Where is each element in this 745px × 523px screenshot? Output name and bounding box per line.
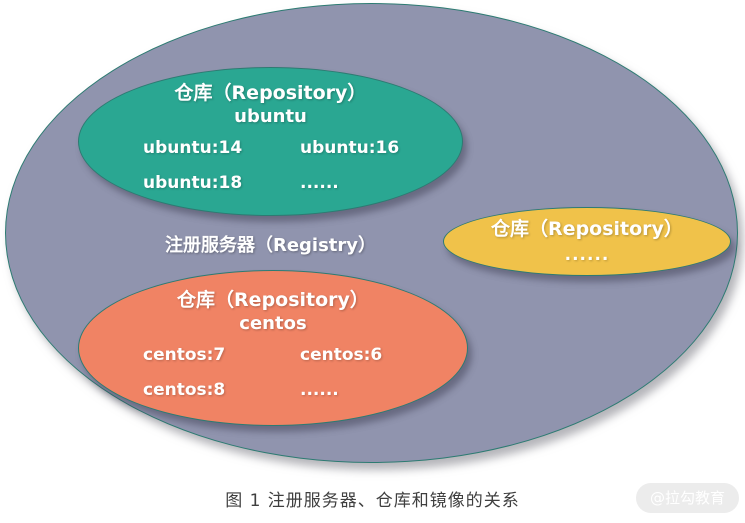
repository-other-ellipsis: ...... bbox=[564, 245, 610, 265]
image-tag: ubuntu:16 bbox=[300, 138, 400, 158]
repository-centos-name: centos bbox=[239, 313, 307, 334]
registry-label: 注册服务器（Registry） bbox=[164, 235, 377, 256]
repository-other-ellipse: 仓库（Repository） ...... bbox=[443, 207, 731, 276]
repository-ubuntu-ellipse: 仓库（Repository） ubuntu ubuntu:14 ubuntu:1… bbox=[78, 67, 463, 216]
image-tag: centos:7 bbox=[143, 345, 226, 365]
repository-ubuntu-tags: ubuntu:14 ubuntu:16 ubuntu:18 ...... bbox=[79, 138, 462, 193]
watermark-badge: @拉勾教育 bbox=[635, 483, 739, 513]
image-tag: ubuntu:18 bbox=[143, 173, 243, 193]
repository-other-title: 仓库（Repository） bbox=[491, 218, 683, 240]
repository-ubuntu-name: ubuntu bbox=[234, 106, 307, 127]
image-tag: centos:8 bbox=[143, 380, 226, 400]
repository-centos-title: 仓库（Repository） bbox=[177, 289, 369, 311]
repository-centos-tags: centos:7 centos:6 centos:8 ...... bbox=[79, 345, 467, 400]
image-tag: ubuntu:14 bbox=[143, 138, 243, 158]
figure-caption: 图 1 注册服务器、仓库和镜像的关系 bbox=[225, 491, 520, 511]
repository-ubuntu-title: 仓库（Repository） bbox=[174, 82, 367, 104]
repository-centos-ellipse: 仓库（Repository） centos centos:7 centos:6 … bbox=[78, 270, 468, 426]
registry-ellipse: 仓库（Repository） ubuntu ubuntu:14 ubuntu:1… bbox=[5, 3, 738, 463]
image-tag: centos:6 bbox=[300, 345, 383, 365]
image-tag-ellipsis: ...... bbox=[300, 380, 339, 400]
image-tag-ellipsis: ...... bbox=[300, 173, 339, 193]
